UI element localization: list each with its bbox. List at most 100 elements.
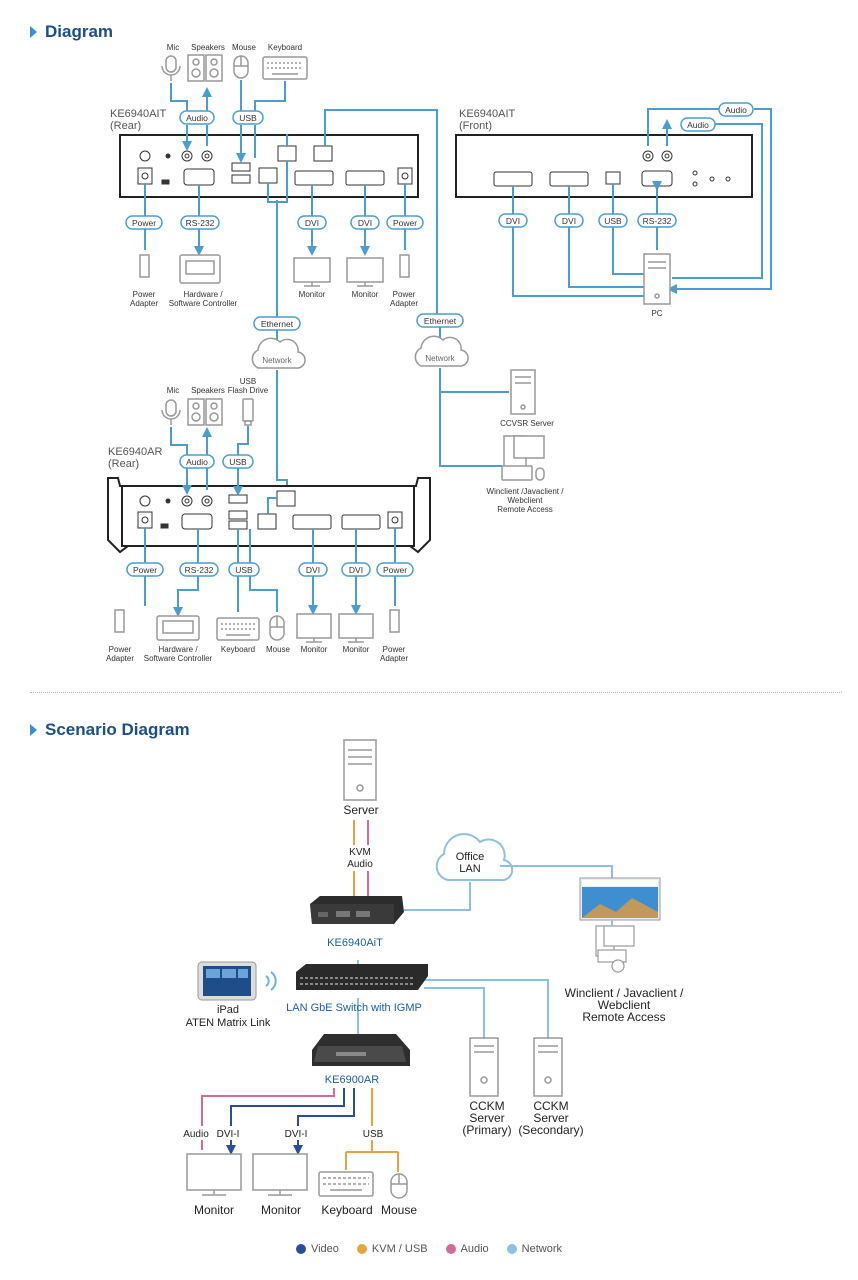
remote-label-line: Webclient <box>598 998 651 1012</box>
monitor-label: Monitor <box>194 1203 234 1217</box>
ipad-image <box>197 961 257 1001</box>
cckm-primary-icon <box>469 1037 499 1097</box>
keyboard-label: Keyboard <box>268 43 302 52</box>
power-pill-label: Power <box>393 218 417 228</box>
tx-front-label: KE6940AIT (Front) <box>459 108 516 132</box>
legend-dot <box>506 1244 517 1254</box>
rx-rear-ports <box>137 490 403 530</box>
speakers-icon <box>187 398 223 426</box>
audio-pill-label: Audio <box>186 113 208 123</box>
switch-image <box>296 964 428 990</box>
remote-access-screen <box>579 877 661 921</box>
section-divider <box>30 692 842 693</box>
kvm-label: KVM <box>349 847 371 858</box>
network-lines <box>357 865 613 1038</box>
dvi-pill <box>298 562 328 577</box>
cckm-primary-label: (Primary) <box>462 1123 511 1137</box>
dvi-pill <box>498 213 528 228</box>
ethernet-pill-label: Ethernet <box>424 316 457 326</box>
scenario-section-title: Scenario Diagram <box>30 720 190 740</box>
output-devices <box>186 1153 408 1199</box>
dvi-pill-label: DVI <box>349 565 363 575</box>
remote-computer-icon <box>501 435 545 481</box>
dvi-pill-label: DVI <box>306 565 320 575</box>
mic-label: Mic <box>167 43 179 52</box>
office-lan-label: Office <box>456 851 485 863</box>
tx-device-image <box>310 896 404 924</box>
keyboard-label: Keyboard <box>321 1203 372 1217</box>
mouse-icon <box>233 55 249 79</box>
controller-label: Software Controller <box>169 299 238 308</box>
dvi-pill-label: DVI <box>358 218 372 228</box>
tx-rear-bottom-labels: Power Adapter Hardware / Software Contro… <box>130 290 418 308</box>
audio-pill <box>179 454 215 469</box>
remote-access-label: Winclient / Javaclient / Webclient Remot… <box>565 986 684 1024</box>
tx-rear-bottom-pills: Power RS-232 DVI DVI Power <box>125 215 424 230</box>
remote-computer-icon <box>595 925 635 973</box>
controller-label: Hardware / <box>158 645 198 654</box>
power-adapter-label: Adapter <box>106 654 134 663</box>
legend-label: KVM / USB <box>371 1243 428 1255</box>
ethernet-pills: Ethernet Ethernet <box>253 313 464 331</box>
tx-rear-label: KE6940AIT (Rear) <box>110 108 167 132</box>
rx-rear-side: (Rear) <box>108 458 139 470</box>
rs232-pill-label: RS-232 <box>643 216 672 226</box>
audio-line <box>201 1088 335 1150</box>
mic-icon <box>161 399 181 425</box>
wireless-icon <box>265 971 277 991</box>
usb-pill <box>222 454 254 469</box>
power-adapter-label: Adapter <box>390 299 418 308</box>
keyboard-icon <box>318 1171 374 1197</box>
monitor-icon <box>252 1153 308 1196</box>
ipad-app-label: ATEN Matrix Link <box>186 1017 271 1029</box>
tx-device-label: KE6940AiT <box>327 937 383 949</box>
power-pill-label: Power <box>383 565 407 575</box>
audio-label: Audio <box>347 859 373 870</box>
tx-front-pills: Audio Audio DVI DVI USB RS-232 <box>498 102 754 228</box>
legend-label: Network <box>521 1243 563 1255</box>
pc-label: PC <box>651 309 662 318</box>
dvi-pill-label: DVI <box>305 218 319 228</box>
remote-label-line: Remote Access <box>497 505 553 514</box>
remote-label-line: Webclient <box>508 496 544 505</box>
remote-access-label: Winclient /Javaclient / Webclient Remote… <box>487 487 565 514</box>
power-adapter-label: Power <box>383 645 406 654</box>
ccvsr-server-icon <box>510 369 536 415</box>
diagram-title: Diagram <box>45 22 114 41</box>
ipad-label: iPad <box>217 1004 239 1016</box>
keyboard-icon <box>262 56 308 80</box>
office-lan-cloud: Office LAN <box>435 833 514 882</box>
diagram-section-title: Diagram <box>30 22 113 42</box>
dvi-pill-label: DVI <box>506 216 520 226</box>
speakers-label: Speakers <box>191 43 225 52</box>
usb-conn-label: USB <box>363 1129 384 1140</box>
audio-conn-label: Audio <box>183 1129 209 1140</box>
mouse-label: Mouse <box>381 1203 417 1217</box>
rx-rear-label: KE6940AR (Rear) <box>108 446 162 470</box>
tx-front-ports <box>493 150 731 187</box>
controller-label: Hardware / <box>183 290 223 299</box>
switch-label: LAN GbE Switch with IGMP <box>286 1002 422 1014</box>
monitor-label: Monitor <box>299 290 326 299</box>
tx-rear-bottom-devices <box>139 254 410 287</box>
mouse-label: Mouse <box>232 43 257 52</box>
cckm-secondary-icon <box>533 1037 563 1097</box>
ethernet-pill <box>416 313 464 328</box>
output-device-labels: Monitor Monitor Keyboard Mouse <box>194 1203 417 1217</box>
power-adapter-icon <box>389 609 400 633</box>
rx-rear-model: KE6940AR <box>108 446 162 458</box>
remote-label-line: Remote Access <box>582 1010 665 1024</box>
dvi-pill <box>554 213 584 228</box>
cckm-labels: CCKM Server (Primary) CCKM Server (Secon… <box>462 1099 583 1137</box>
ccvsr-label: CCVSR Server <box>500 419 554 428</box>
controller-icon <box>179 254 221 284</box>
network-cloud-right: Network <box>414 335 469 367</box>
tx-front-model: KE6940AIT <box>459 108 516 120</box>
server-icon <box>343 739 377 801</box>
power-adapter-icon <box>399 254 410 278</box>
power-pill-label: Power <box>132 218 156 228</box>
power-adapter-label: Power <box>393 290 416 299</box>
scenario-diagram: Server KVM Audio Office LAN KE6940AiT LA… <box>183 739 685 1217</box>
bullet-arrow-icon <box>30 26 37 38</box>
scenario-title: Scenario Diagram <box>45 720 190 739</box>
